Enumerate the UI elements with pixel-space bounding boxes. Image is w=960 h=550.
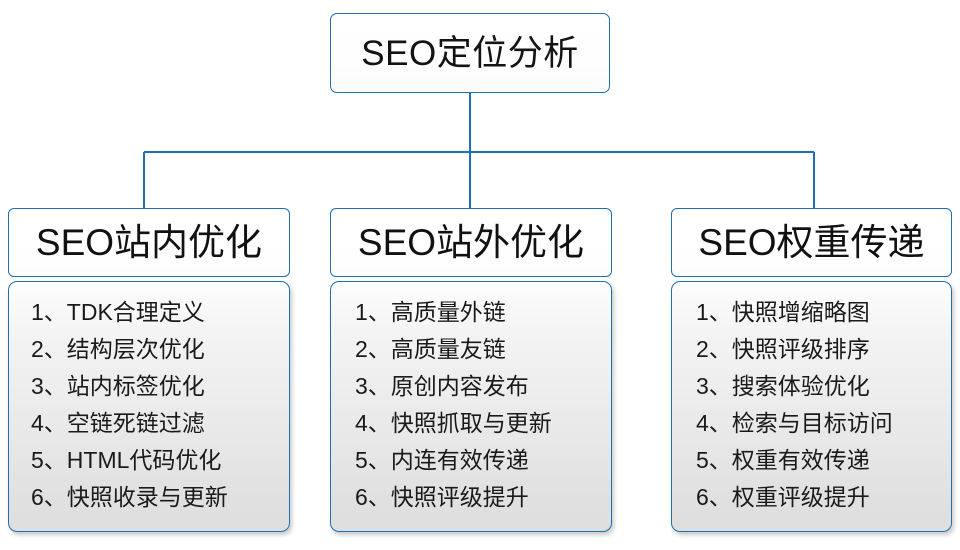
- list-item: 6、快照评级提升: [355, 484, 529, 510]
- branch-header-label-2: SEO站外优化: [357, 222, 585, 263]
- branch-header-3[interactable]: SEO权重传递: [671, 208, 952, 277]
- root-node-label: SEO定位分析: [361, 33, 579, 73]
- list-item: 2、快照评级排序: [696, 336, 870, 362]
- list-item: 3、搜索体验优化: [696, 373, 870, 399]
- branch-header-label-3: SEO权重传递: [698, 222, 925, 263]
- list-item: 4、空链死链过滤: [31, 410, 205, 436]
- root-node[interactable]: SEO定位分析: [330, 13, 610, 93]
- branch-list-2: 1、高质量外链 2、高质量友链 3、原创内容发布 4、快照抓取与更新 5、内连有…: [330, 281, 612, 532]
- list-item: 5、HTML代码优化: [31, 447, 222, 473]
- branch-header-1[interactable]: SEO站内优化: [8, 208, 290, 277]
- list-item: 1、高质量外链: [355, 299, 506, 325]
- list-item: 4、快照抓取与更新: [355, 410, 552, 436]
- list-item: 2、高质量友链: [355, 336, 506, 362]
- branch-column-2: SEO站外优化 1、高质量外链 2、高质量友链 3、原创内容发布 4、快照抓取与…: [330, 208, 612, 532]
- list-item: 1、TDK合理定义: [31, 299, 205, 325]
- list-item: 5、权重有效传递: [696, 447, 870, 473]
- list-item: 4、检索与目标访问: [696, 410, 893, 436]
- list-item: 3、站内标签优化: [31, 373, 205, 399]
- branch-column-1: SEO站内优化 1、TDK合理定义 2、结构层次优化 3、站内标签优化 4、空链…: [8, 208, 290, 532]
- list-item: 3、原创内容发布: [355, 373, 529, 399]
- branch-header-label-1: SEO站内优化: [35, 222, 263, 263]
- list-item: 5、内连有效传递: [355, 447, 529, 473]
- branch-column-3: SEO权重传递 1、快照增缩略图 2、快照评级排序 3、搜索体验优化 4、检索与…: [671, 208, 952, 532]
- branch-list-1: 1、TDK合理定义 2、结构层次优化 3、站内标签优化 4、空链死链过滤 5、H…: [8, 281, 290, 532]
- list-item: 6、快照收录与更新: [31, 484, 228, 510]
- branch-list-3: 1、快照增缩略图 2、快照评级排序 3、搜索体验优化 4、检索与目标访问 5、权…: [671, 281, 952, 532]
- branch-header-2[interactable]: SEO站外优化: [330, 208, 612, 277]
- list-item: 2、结构层次优化: [31, 336, 205, 362]
- list-item: 6、权重评级提升: [696, 484, 870, 510]
- list-item: 1、快照增缩略图: [696, 299, 870, 325]
